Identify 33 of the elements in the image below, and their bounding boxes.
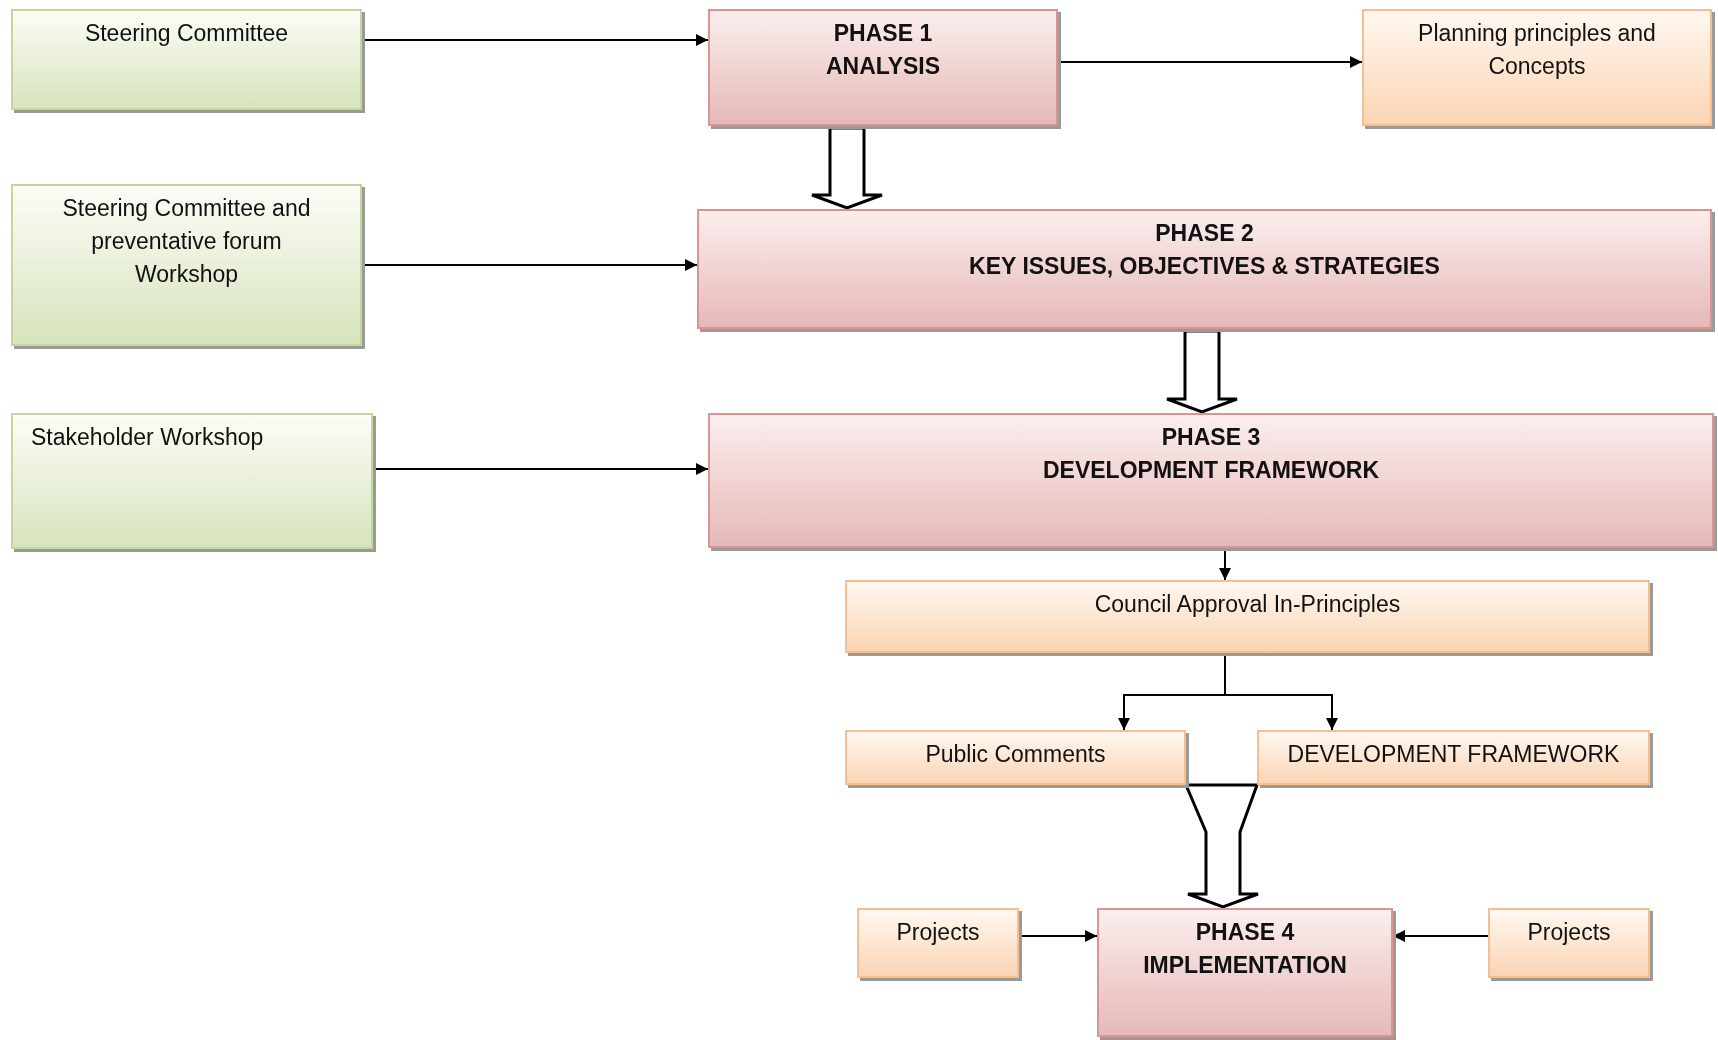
box-label: Planning principles and Concepts <box>1417 19 1657 81</box>
box-label: Steering Committee and preventative forum Workshop <box>61 194 312 289</box>
box-label: Public Comments <box>925 740 1106 769</box>
process-box <box>1488 908 1650 978</box>
process-box <box>11 413 373 549</box>
phase-title: PHASE 3 <box>1161 423 1261 452</box>
phase-title: PHASE 1 <box>833 19 933 48</box>
process-box <box>845 730 1186 785</box>
phase-title: PHASE 4 <box>1195 918 1295 947</box>
phase-box <box>708 9 1058 126</box>
process-box <box>11 184 362 346</box>
phase-title: KEY ISSUES, OBJECTIVES & STRATEGIES <box>969 252 1440 281</box>
box-label: Projects <box>1527 918 1611 947</box>
block-arrow <box>1183 783 1260 909</box>
box-label: Council Approval In-Principles <box>1094 590 1401 619</box>
phase-title: ANALYSIS <box>825 52 941 81</box>
process-box <box>11 9 362 110</box>
phase-box <box>697 209 1712 329</box>
phase-title: DEVELOPMENT FRAMEWORK <box>1042 456 1380 485</box>
box-label: Projects <box>896 918 980 947</box>
box-label: Steering Committee <box>84 19 289 48</box>
process-box <box>845 580 1650 653</box>
block-arrow <box>810 126 884 210</box>
box-label: Stakeholder Workshop <box>31 423 264 452</box>
process-box <box>857 908 1019 978</box>
box-label: DEVELOPMENT FRAMEWORK <box>1287 740 1620 769</box>
phase-box <box>1097 908 1393 1037</box>
process-box <box>1362 9 1712 126</box>
process-box <box>1257 730 1650 785</box>
block-arrow <box>1165 329 1239 414</box>
phase-title: IMPLEMENTATION <box>1143 951 1347 980</box>
phase-title: PHASE 2 <box>1155 219 1254 248</box>
phase-box <box>708 413 1714 548</box>
